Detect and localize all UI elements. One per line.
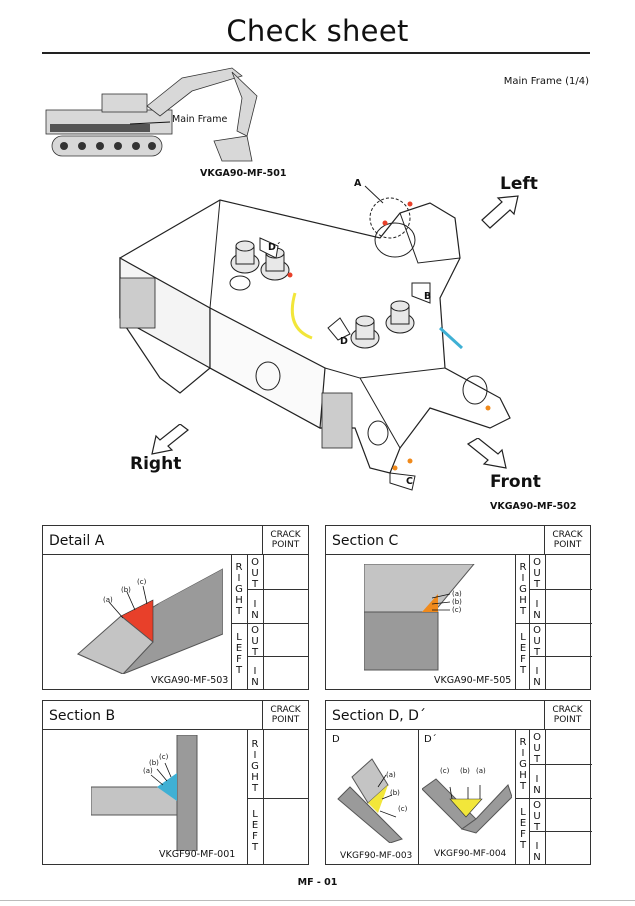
page-title: Check sheet	[226, 14, 409, 48]
crack-point-header: CRACK POINT	[262, 526, 308, 555]
panel-section-b: Section B CRACK POINT R I G H T L E F T …	[42, 700, 309, 865]
label-a-prime: (a)	[476, 767, 486, 775]
section-c-diagram	[364, 564, 475, 671]
label-c: (c)	[452, 606, 462, 614]
machine-code: VKGA90-MF-501	[200, 168, 287, 179]
sub-label-d-prime: D´	[424, 734, 437, 745]
side-left: L E F T	[519, 807, 527, 851]
panel-code: VKGA90-MF-505	[434, 675, 512, 686]
side-left: L E F T	[519, 632, 527, 676]
frame-code: VKGA90-MF-502	[490, 501, 577, 512]
panel-section-c: Section C CRACK POINT R I G H T L E F T …	[325, 525, 592, 690]
panel-code-d: VKGF90-MF-003	[340, 851, 413, 861]
side-out: O U T	[251, 557, 259, 590]
side-out: O U T	[533, 800, 541, 833]
left-arrow-icon	[481, 195, 519, 229]
label-c-prime: (c)	[440, 767, 450, 775]
section-d-diagram	[337, 758, 403, 843]
label-b: (b)	[452, 598, 462, 606]
direction-right: Right	[130, 454, 182, 474]
panel-title: Section B	[43, 701, 264, 730]
label-c: (c)	[398, 805, 408, 813]
side-out: O U T	[533, 625, 541, 658]
label-c: (c)	[159, 753, 169, 761]
label-b-prime: (b)	[460, 767, 470, 775]
panel-code-d-prime: VKGF90-MF-004	[434, 849, 507, 859]
title-divider	[42, 52, 590, 54]
sub-label-d: D	[332, 734, 340, 745]
side-out: O U T	[533, 557, 541, 590]
side-right: R I G H T	[519, 562, 527, 617]
footer-divider	[0, 900, 635, 901]
callout-d-prime: D´	[268, 242, 281, 253]
callout-c: C	[406, 476, 413, 487]
front-arrow-icon	[466, 438, 507, 469]
side-in: I N	[251, 599, 259, 621]
label-b: (b)	[390, 789, 400, 797]
section-b-diagram	[91, 735, 198, 851]
callout-a: A	[354, 178, 362, 189]
page-footer: MF - 01	[297, 877, 338, 888]
side-in: I N	[533, 666, 541, 688]
page-subtitle: Main Frame (1/4)	[503, 76, 589, 87]
direction-front: Front	[490, 472, 541, 492]
direction-left: Left	[500, 174, 538, 194]
label-a: (a)	[386, 771, 396, 779]
main-frame-drawing	[119, 185, 511, 491]
detail-a-diagram	[76, 568, 223, 674]
panel-title: Section C	[326, 526, 546, 555]
crack-point-header: CRACK POINT	[544, 526, 590, 555]
crack-point-header: CRACK POINT	[262, 701, 308, 730]
callout-b: B	[424, 291, 432, 302]
right-arrow-icon	[151, 424, 189, 455]
label-b: (b)	[121, 586, 131, 594]
side-left: L E F T	[251, 809, 259, 853]
side-left: L E F T	[235, 632, 243, 676]
panel-title: Detail A	[43, 526, 264, 555]
panel-code: VKGF90-MF-001	[159, 849, 236, 860]
label-c: (c)	[137, 578, 147, 586]
panel-code: VKGA90-MF-503	[151, 675, 229, 686]
side-out: O U T	[533, 732, 541, 765]
side-right: R I G H T	[251, 739, 259, 794]
side-in: I N	[251, 666, 259, 688]
side-in: I N	[533, 599, 541, 621]
crack-point-header: CRACK POINT	[544, 701, 590, 730]
side-in: I N	[533, 774, 541, 796]
machine-label: Main Frame	[172, 114, 228, 125]
callout-d: D	[340, 336, 348, 347]
panel-detail-a: Detail A CRACK POINT R I G H T L E F T O…	[42, 525, 309, 690]
excavator-illustration	[45, 67, 258, 162]
side-right: R I G H T	[235, 562, 243, 617]
side-out: O U T	[251, 625, 259, 658]
section-d-prime-diagram	[422, 778, 512, 834]
panel-section-d: Section D, D´ CRACK POINT R I G H T L E …	[325, 700, 592, 865]
side-in: I N	[533, 841, 541, 863]
label-a: (a)	[103, 596, 113, 604]
panel-title: Section D, D´	[326, 701, 546, 730]
side-right: R I G H T	[519, 737, 527, 792]
label-a: (a)	[452, 590, 462, 598]
label-a: (a)	[143, 767, 153, 775]
label-b: (b)	[149, 759, 159, 767]
